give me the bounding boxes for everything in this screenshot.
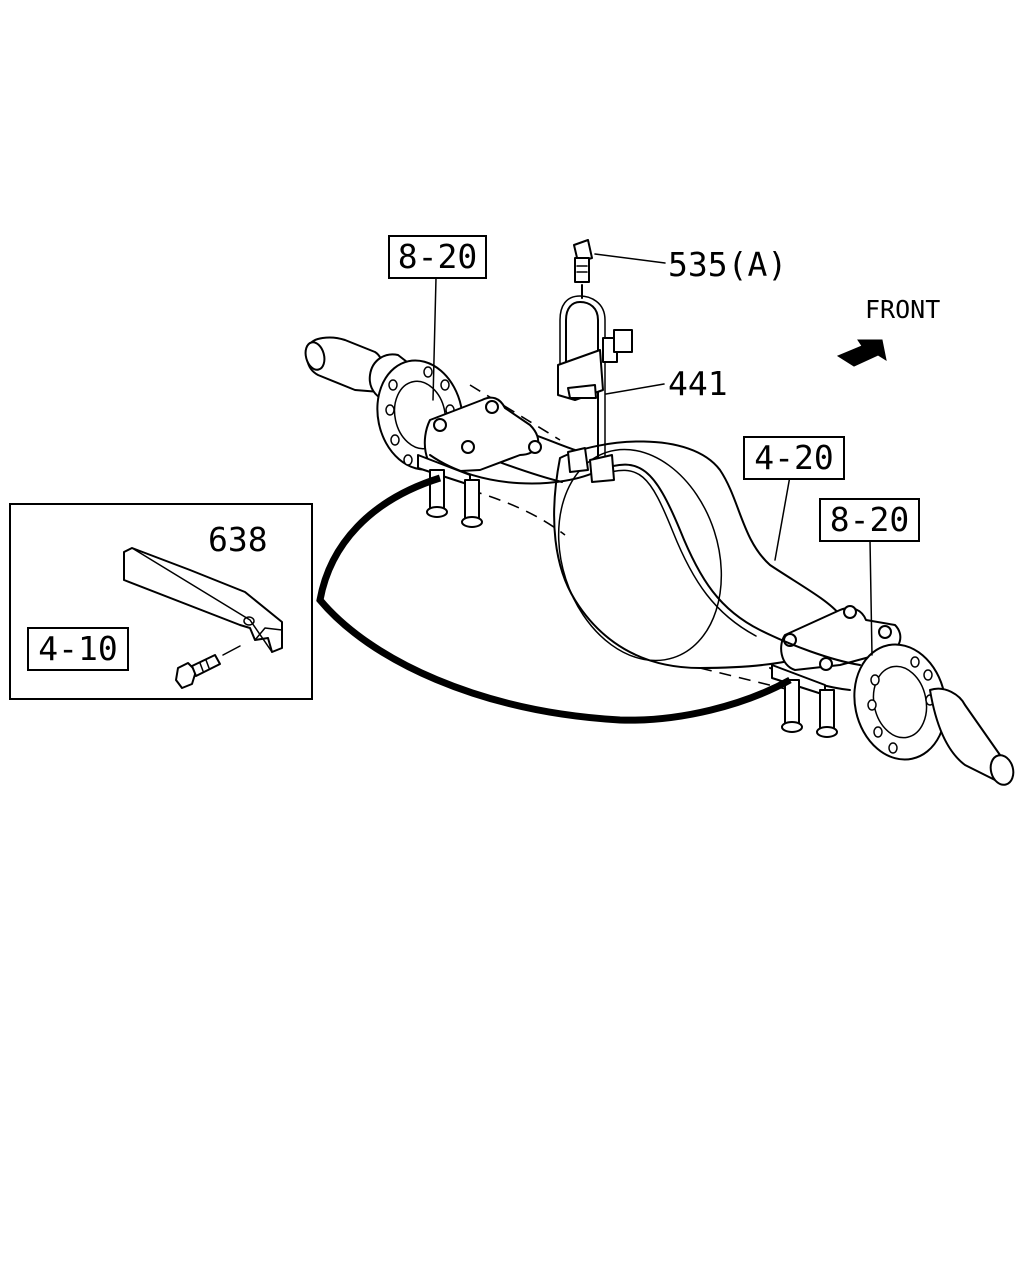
right-hub bbox=[853, 643, 1015, 786]
ref-4-10: 4-10 bbox=[27, 627, 129, 671]
ref-8-20-right: 8-20 bbox=[819, 498, 920, 542]
brake-hose-441 bbox=[429, 295, 861, 666]
left-spring-seat bbox=[417, 396, 542, 528]
arrow-icon bbox=[836, 339, 887, 367]
part-label-535: 535(A) bbox=[668, 245, 787, 284]
svg-text:4-20: 4-20 bbox=[754, 438, 833, 477]
front-label: FRONT bbox=[865, 295, 940, 324]
ref-8-20-top: 8-20 bbox=[388, 235, 487, 279]
bolt-535 bbox=[573, 239, 593, 299]
svg-text:8-20: 8-20 bbox=[830, 500, 909, 539]
ref-4-20: 4-20 bbox=[743, 436, 845, 480]
axle-housing bbox=[469, 384, 881, 691]
svg-text:8-20: 8-20 bbox=[398, 237, 477, 276]
part-label-638: 638 bbox=[208, 520, 268, 559]
inset-leader-arc bbox=[316, 474, 792, 724]
front-indicator: FRONT bbox=[836, 295, 940, 367]
part-label-441: 441 bbox=[668, 364, 728, 403]
svg-text:4-10: 4-10 bbox=[38, 629, 117, 668]
